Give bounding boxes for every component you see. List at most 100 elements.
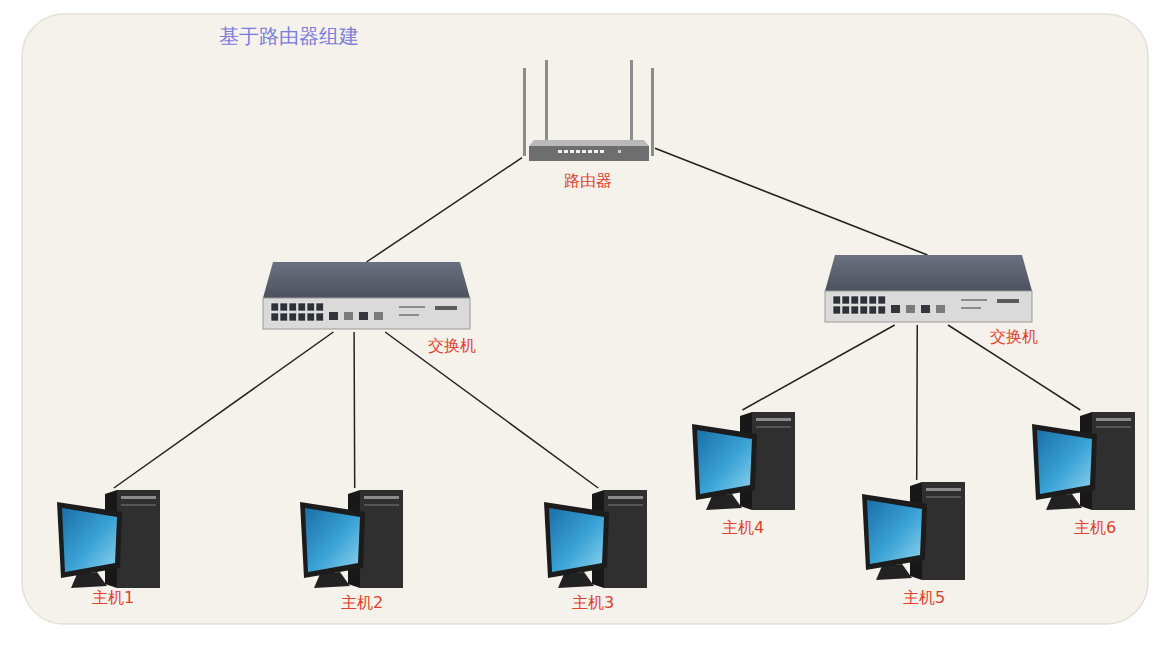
network-cable [114,332,334,488]
tower-drive [364,504,399,506]
monitor-bezel [862,494,927,570]
background-panel [22,14,1148,624]
device-label: 主机3 [572,593,614,613]
sfp-port [906,305,915,313]
switch-port [316,303,324,311]
switch-port [271,313,279,321]
router-antenna [545,60,548,142]
sfp-port [921,305,930,313]
switch-port [298,303,306,311]
switch-port [860,306,868,314]
switch-port [316,313,324,321]
switch-logo-mark [997,299,1019,303]
tower-drive [756,418,791,421]
tower-drive [1096,426,1131,428]
router-antenna [630,60,633,142]
diagram-title: 基于路由器组建 [219,23,359,49]
tower-drive [1096,418,1131,421]
switch-port [851,296,859,304]
monitor-bezel [692,424,757,500]
sfp-port [374,312,383,320]
network-cable [916,325,918,480]
host-node: 主机5 [860,480,967,582]
router-port [564,150,568,153]
device-label: 主机5 [903,588,945,608]
host-node: 主机4 [690,410,797,512]
switch-illustration [263,262,470,332]
host-node: 主机3 [542,488,648,590]
router-port [570,150,574,153]
switch-port [307,313,315,321]
router-port [576,150,580,153]
sfp-port [891,305,900,313]
switch-port [878,296,886,304]
monitor-screen [1037,430,1092,494]
tower-drive [364,496,399,499]
monitor-screen [867,500,922,564]
host-illustration [860,480,967,582]
switch-illustration [825,255,1030,325]
monitor-screen [549,508,604,572]
device-label: 主机1 [92,588,134,608]
switch-port [851,306,859,314]
router-front [529,146,649,161]
sfp-port [359,312,368,320]
tower-front [117,490,160,588]
network-cable [948,325,1080,410]
switch-port [289,313,297,321]
monitor-screen [697,430,752,494]
router-top [529,140,649,146]
router-port [600,150,604,153]
tower-drive [926,488,961,491]
switch-marking [961,299,987,301]
host-node: 主机2 [298,488,405,590]
monitor-bezel [1032,424,1097,500]
switch-marking [399,306,425,308]
switch-port [289,303,297,311]
switch-top [263,262,470,298]
host-illustration [1030,410,1137,512]
switch-port [869,296,877,304]
router-port [588,150,592,153]
device-label: 路由器 [564,171,612,191]
sfp-port [329,312,338,320]
tower-front [752,412,795,510]
device-label: 主机6 [1074,518,1116,538]
monitor-screen [62,508,117,572]
router-illustration [522,60,655,165]
router-port [582,150,586,153]
switch-port [280,303,288,311]
monitor-bezel [57,502,122,578]
host-illustration [298,488,405,590]
monitor-bezel [300,502,365,578]
network-cable [367,158,523,262]
switch-port [833,296,841,304]
switch-port [869,306,877,314]
tower-front [604,490,647,588]
tower-drive [926,496,961,498]
switch-port [842,306,850,314]
tower-front [360,490,403,588]
device-label: 交换机 [428,336,476,356]
tower-drive [608,496,643,499]
switch-front [825,291,1032,322]
tower-drive [608,504,643,506]
sfp-port [936,305,945,313]
network-cable [655,148,928,255]
device-label: 主机2 [341,593,383,613]
host-illustration [55,488,162,590]
monitor-screen [305,508,360,572]
switch-port [307,303,315,311]
router-antenna [523,68,526,156]
tower-drive [121,496,156,499]
network-cable [385,332,598,488]
switch-node: 交换机 [263,262,470,332]
device-label: 主机4 [722,518,764,538]
host-illustration [542,488,648,590]
router-antenna [651,68,654,156]
host-illustration [690,410,797,512]
switch-logo-mark [435,306,457,310]
switch-port [833,306,841,314]
